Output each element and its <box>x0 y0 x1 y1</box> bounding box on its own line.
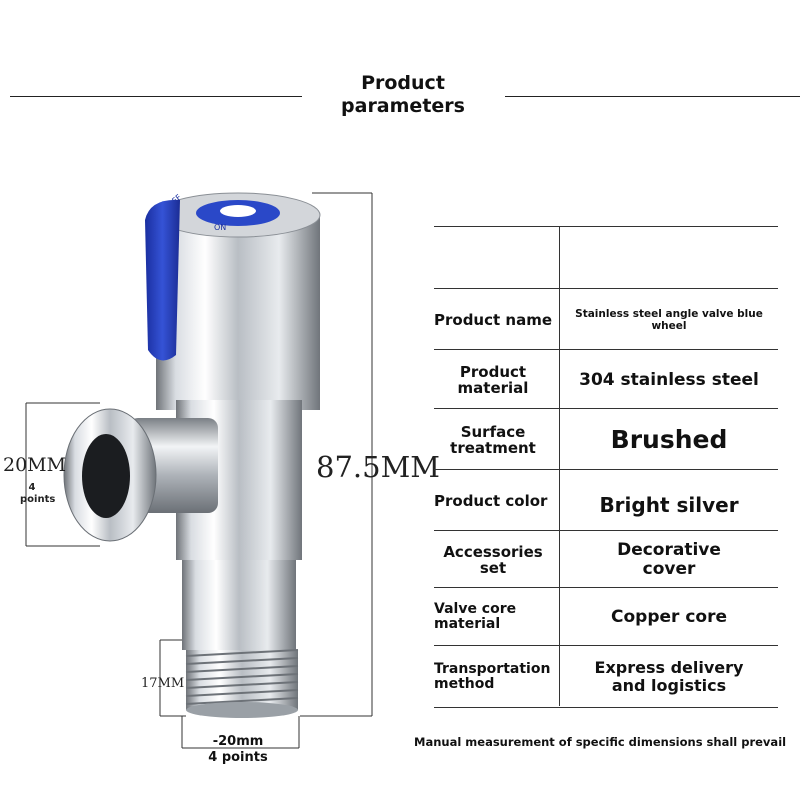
row-label <box>434 227 559 289</box>
table-row: Transportation method Express delivery a… <box>434 645 778 708</box>
table-row: Product color Bright silver <box>434 469 778 531</box>
table-row <box>434 226 778 289</box>
height-dimension: 87.5MM <box>316 450 440 484</box>
table-row: Accessories set Decorative cover <box>434 530 778 588</box>
row-value: Brushed <box>610 425 728 454</box>
row-value: Express delivery and logistics <box>594 657 744 695</box>
row-label: Valve core material <box>434 601 517 632</box>
knob-on-mark: ON <box>214 223 226 232</box>
title-rule-right <box>505 96 800 97</box>
row-label: Product name <box>434 310 553 329</box>
angle-valve-illustration: ON OFF <box>25 192 373 749</box>
table-row: Valve core material Copper core <box>434 587 778 646</box>
row-label: Product material <box>457 362 529 397</box>
row-value: Decorative cover <box>617 539 721 579</box>
bottom-diameter-dimension: -20mm 4 points <box>200 734 276 766</box>
side-outlet-dimension: 20MM <box>3 454 67 476</box>
bottom-diameter-value: -20mm <box>212 734 264 749</box>
row-value: 304 stainless steel <box>579 369 759 390</box>
page-title: Product parameters <box>300 72 506 118</box>
table-row: Surface treatment Brushed <box>434 408 778 470</box>
thread-height-dimension: 17MM <box>141 676 185 691</box>
page-title-line2: parameters <box>341 95 465 117</box>
row-value: Copper core <box>611 607 727 627</box>
bottom-diameter-note: 4 points <box>208 750 268 765</box>
row-value: Stainless steel angle valve blue wheel <box>575 307 763 332</box>
valve-stem <box>182 560 296 650</box>
valve-head <box>156 215 320 410</box>
row-value: Bright silver <box>599 492 739 517</box>
blue-handle <box>145 199 180 361</box>
table-row: Product name Stainless steel angle valve… <box>434 288 778 350</box>
title-rule-left <box>10 96 302 97</box>
row-label: Transportation method <box>434 660 551 692</box>
page-title-line1: Product <box>361 72 445 94</box>
table-row: Product material 304 stainless steel <box>434 349 778 409</box>
side-outlet-note: 4 points <box>20 482 56 505</box>
row-label: Accessories set <box>443 542 543 577</box>
row-label: Product color <box>434 491 548 510</box>
row-label: Surface treatment <box>450 422 536 457</box>
footnote: Manual measurement of specific dimension… <box>414 735 787 749</box>
table-divider <box>559 226 560 706</box>
dimension-guides <box>25 192 373 749</box>
row-value <box>560 227 778 289</box>
